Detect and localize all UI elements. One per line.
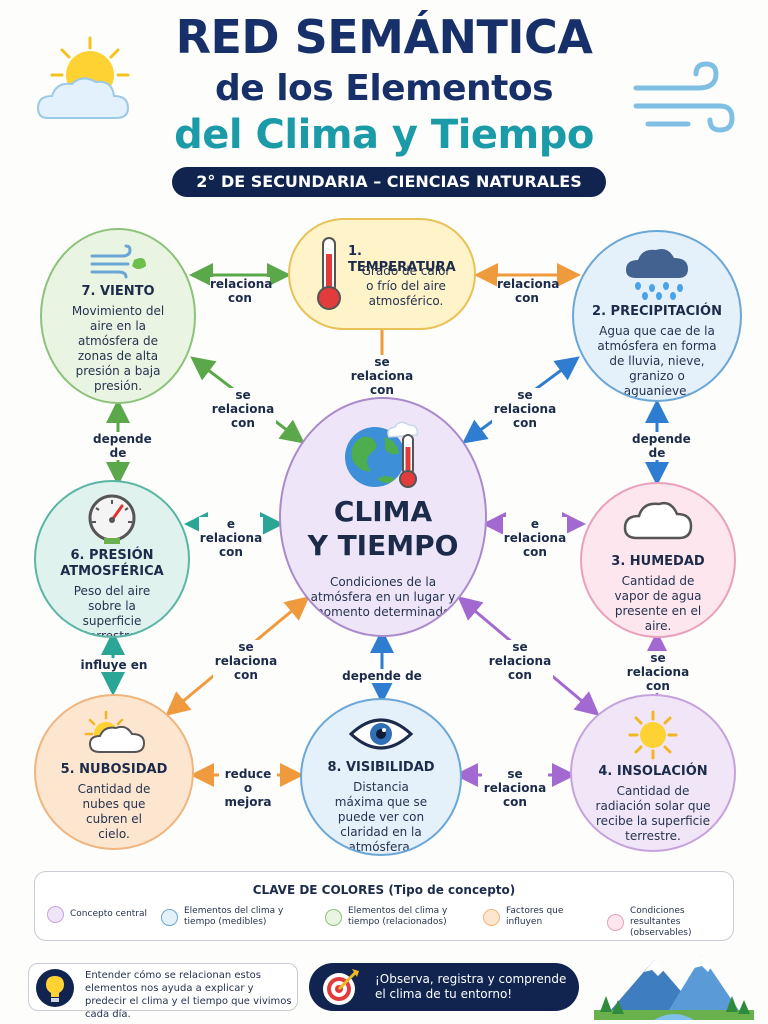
relation-label-temperatura-centro: se relaciona con (349, 355, 415, 397)
legend-item-relacionados: Elementos del clima y tiempo (relacionad… (325, 906, 468, 928)
target-icon (323, 969, 359, 1005)
node-humedad-description: Cantidad de vapor de agua presente en el… (614, 574, 702, 633)
node-presion-title-line-1: 6. PRESIÓN (70, 548, 154, 563)
legend-dot-factores (483, 908, 500, 926)
node-viento-description: Movimiento del aire en la atmósfera de z… (71, 304, 165, 393)
node-temperatura-title: 1. TEMPERATURA (348, 244, 456, 275)
relation-label-temperatura-precipitacion: relaciona con (497, 277, 560, 305)
title-line-2: de los Elementos (214, 68, 554, 109)
relation-label-presion-nubosidad: influye en (80, 658, 148, 672)
legend-item-factores: Factores que influyen (483, 906, 596, 928)
node-presion-description: Peso del aire sobre la superficie terres… (73, 584, 151, 638)
legend-title: CLAVE DE COLORES (Tipo de concepto) (252, 883, 516, 897)
relation-label-viento-centro: se relaciona con (210, 388, 276, 430)
node-precipitacion-description: Agua que cae de la atmósfera en forma de… (597, 324, 717, 398)
node-visibilidad: 8. VISIBILIDAD Distancia máxima que se p… (300, 698, 462, 856)
sun-icon (628, 710, 678, 760)
barometer-icon (88, 494, 136, 544)
sun-cloud-decoration-icon (36, 36, 130, 119)
sun-cloud-icon (84, 710, 146, 753)
relation-label-precipitacion-humedad: depende de (632, 432, 691, 460)
legend-label-factores: Factores que influyen (506, 906, 564, 927)
node-insolacion-title: 4. INSOLACIÓN (598, 764, 708, 779)
node-clima-tiempo: CLIMA Y TIEMPO Condiciones de la atmósfe… (279, 397, 487, 637)
footer-note: Entender cómo se relacionan estos elemen… (28, 963, 298, 1020)
relation-label-nubosidad-visibilidad: reduce o mejora (219, 767, 277, 809)
node-precipitacion-title: 2. PRECIPITACIÓN (592, 304, 722, 319)
node-visibilidad-title: 8. VISIBILIDAD (327, 760, 435, 775)
node-humedad-title: 3. HUMEDAD (611, 554, 705, 569)
node-insolacion-description: Cantidad de radiación solar que recibe l… (595, 784, 711, 843)
relation-label-precipitacion-centro: se relaciona con (492, 388, 558, 430)
footer-note-text: Entender cómo se relacionan estos elemen… (85, 970, 292, 1020)
relation-label-viento-presion: depende de (93, 432, 152, 460)
wind-icon (90, 244, 146, 279)
wind-decoration-icon (633, 61, 735, 133)
eye-icon (348, 718, 414, 750)
node-viento-title: 7. VIENTO (81, 284, 155, 299)
node-temperatura: 1. TEMPERATURA Grado de calor o frío del… (288, 218, 476, 330)
title-line-1: RED SEMÁNTICA (175, 10, 593, 64)
node-visibilidad-description: Distancia máxima que se puede ver con cl… (334, 780, 428, 854)
mountain-landscape-icon (594, 956, 754, 1020)
node-nubosidad-title: 5. NUBOSIDAD (60, 762, 168, 777)
relation-label-visibilidad-insolacion: se relaciona con (482, 767, 548, 809)
cloud-icon (623, 501, 693, 540)
relation-label-presion-centro: e relaciona con (199, 517, 263, 559)
legend-dot-central (47, 906, 64, 923)
color-legend: CLAVE DE COLORES (Tipo de concepto) Conc… (34, 871, 734, 941)
legend-label-central: Concepto central (70, 909, 148, 919)
relation-label-humedad-insolacion: se relaciona con (625, 651, 691, 693)
legend-label-resultantes: Condiciones resultantes (observables) (630, 906, 692, 938)
center-title-line-1: CLIMA (333, 495, 433, 528)
node-precipitacion: 2. PRECIPITACIÓN Agua que cae de la atmó… (572, 230, 742, 402)
rain-cloud-icon (626, 249, 688, 300)
legend-label-medibles: Elementos del clima y tiempo (medibles) (184, 906, 284, 927)
node-humedad: 3. HUMEDAD Cantidad de vapor de agua pre… (580, 482, 736, 638)
legend-dot-relacionados (325, 908, 342, 926)
legend-item-central: Concepto central (47, 906, 150, 923)
center-description: Condiciones de la atmósfera en un lugar … (310, 575, 456, 619)
legend-label-relacionados: Elementos del clima y tiempo (relacionad… (348, 906, 448, 927)
legend-dot-medibles (161, 908, 178, 926)
legend-dot-resultantes (607, 914, 624, 931)
footer-cta: ¡Observa, registra y comprende el clima … (309, 963, 579, 1011)
lightbulb-icon (36, 969, 74, 1007)
relation-label-centro-humedad: e relaciona con (503, 517, 567, 559)
relation-label-viento-temperatura: relaciona con (210, 277, 273, 305)
title-line-3: del Clima y Tiempo (174, 112, 594, 158)
relation-label-centro-nubosidad: se relaciona con (213, 640, 279, 682)
subtitle-bar: 2° DE SECUNDARIA – CIENCIAS NATURALES (172, 167, 606, 197)
legend-item-medibles: Elementos del clima y tiempo (medibles) (161, 906, 299, 928)
node-nubosidad-description: Cantidad de nubes que cubren el cielo. (77, 782, 151, 841)
node-viento: 7. VIENTO Movimiento del aire en la atmó… (40, 228, 196, 404)
footer-cta-text: ¡Observa, registra y comprende el clima … (375, 972, 567, 1001)
thermometer-icon (317, 237, 341, 310)
relation-label-centro-visibilidad: depende de (342, 669, 422, 683)
node-presion: 6. PRESIÓN ATMOSFÉRICA Peso del aire sob… (34, 480, 190, 638)
node-nubosidad: 5. NUBOSIDAD Cantidad de nubes que cubre… (34, 694, 194, 850)
center-title-line-2: Y TIEMPO (307, 529, 459, 562)
node-insolacion: 4. INSOLACIÓN Cantidad de radiación sola… (570, 694, 736, 852)
globe-thermometer-icon (345, 421, 419, 488)
legend-item-resultantes: Condiciones resultantes (observables) (607, 906, 726, 939)
node-temperatura-description: Grado de calor o frío del aire atmosféri… (361, 264, 451, 308)
node-presion-title-line-2: ATMOSFÉRICA (60, 564, 164, 579)
relation-label-centro-insolacion: se relaciona con (487, 640, 553, 682)
